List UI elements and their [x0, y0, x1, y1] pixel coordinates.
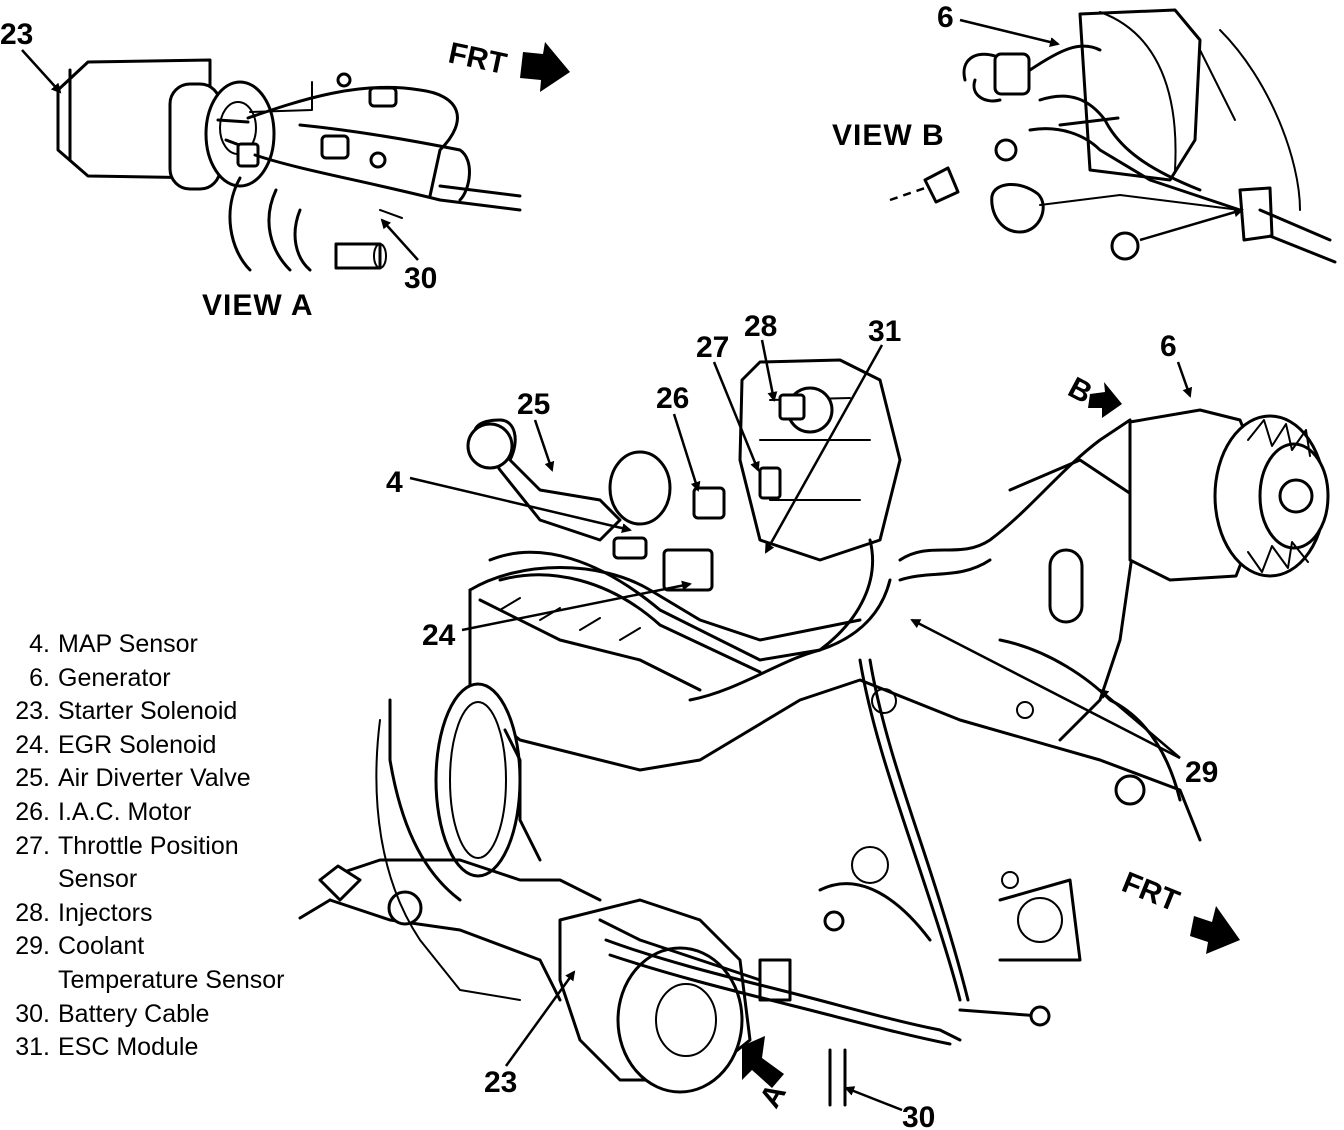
- main-frt-arrow: [1190, 906, 1240, 954]
- leader-lines: [21, 18, 1193, 1112]
- legend-item: Sensor: [0, 863, 340, 897]
- view-b-illustration: [889, 8, 1337, 264]
- legend-number: 28.: [15, 898, 50, 927]
- legend-item: 24. EGR Solenoid: [0, 729, 340, 763]
- legend-number: 31.: [15, 1033, 50, 1062]
- main-engine-illustration: [298, 358, 1330, 1107]
- view-b-label: VIEW B: [832, 119, 945, 152]
- legend-number: 30.: [15, 999, 50, 1028]
- callout-6-main: 6: [1160, 330, 1177, 363]
- legend-number: [0, 964, 58, 998]
- callout-28: 28: [744, 310, 777, 343]
- callout-29: 29: [1185, 756, 1218, 789]
- callout-30-bottom: 30: [902, 1101, 935, 1130]
- callout-24: 24: [422, 619, 456, 652]
- legend-text: Sensor: [58, 865, 138, 894]
- legend-text: I.A.C. Motor: [58, 797, 192, 826]
- callout-4: 4: [386, 466, 403, 499]
- legend-number: 29.: [15, 932, 50, 961]
- legend-number: 23.: [15, 697, 50, 726]
- legend-item: 25. Air Diverter Valve: [0, 762, 340, 796]
- legend-text: Generator: [58, 663, 171, 692]
- view-a-pointer-arrow: [742, 1036, 784, 1088]
- legend-text: Starter Solenoid: [58, 697, 238, 726]
- legend-item: 29. Coolant: [0, 930, 340, 964]
- legend-text: Throttle Position: [58, 831, 239, 860]
- legend: 4. MAP Sensor 6. Generator 23. Starter Soleno…: [0, 628, 340, 1065]
- legend-item: 31. ESC Module: [0, 1031, 340, 1065]
- callout-25: 25: [517, 388, 550, 421]
- legend-number: 6.: [29, 663, 50, 692]
- legend-item: 23. Starter Solenoid: [0, 695, 340, 729]
- callout-23-bottom: 23: [484, 1066, 517, 1099]
- legend-number: 25.: [15, 764, 50, 793]
- legend-item: 26. I.A.C. Motor: [0, 796, 340, 830]
- legend-text: Injectors: [58, 898, 153, 927]
- main-frt-label: FRT: [1117, 866, 1183, 918]
- legend-number: 4.: [29, 630, 50, 658]
- callout-23-top: 23: [0, 18, 33, 51]
- legend-text: ESC Module: [58, 1033, 199, 1062]
- view-a-frt-arrow: [520, 42, 570, 92]
- legend-item: Temperature Sensor: [0, 964, 340, 998]
- callout-27: 27: [696, 331, 729, 364]
- legend-item: 6. Generator: [0, 662, 340, 696]
- view-a-label: VIEW A: [202, 289, 314, 322]
- callout-26: 26: [656, 382, 689, 415]
- view-a-frt-label: FRT: [446, 37, 510, 81]
- legend-item: 27. Throttle Position: [0, 830, 340, 864]
- callout-31: 31: [868, 315, 901, 348]
- legend-text: EGR Solenoid: [58, 730, 217, 759]
- view-a-pointer-label: A: [753, 1078, 792, 1113]
- callout-30-top: 30: [404, 262, 437, 295]
- legend-text: Air Diverter Valve: [58, 764, 251, 793]
- legend-text: Coolant: [58, 932, 145, 961]
- legend-item: 28. Injectors: [0, 897, 340, 931]
- legend-number: [0, 863, 58, 897]
- legend-text: Temperature Sensor: [58, 965, 285, 994]
- legend-item: 4. MAP Sensor: [0, 628, 340, 662]
- legend-number: 26.: [15, 797, 50, 826]
- legend-text: MAP Sensor: [58, 630, 198, 658]
- legend-number: 24.: [15, 730, 50, 759]
- callout-6-top: 6: [937, 1, 954, 34]
- legend-item: 30. Battery Cable: [0, 998, 340, 1032]
- view-b-pointer-arrow: [1088, 382, 1122, 418]
- legend-text: Battery Cable: [58, 999, 210, 1028]
- view-a-illustration: [56, 58, 522, 272]
- legend-number: 27.: [15, 831, 50, 860]
